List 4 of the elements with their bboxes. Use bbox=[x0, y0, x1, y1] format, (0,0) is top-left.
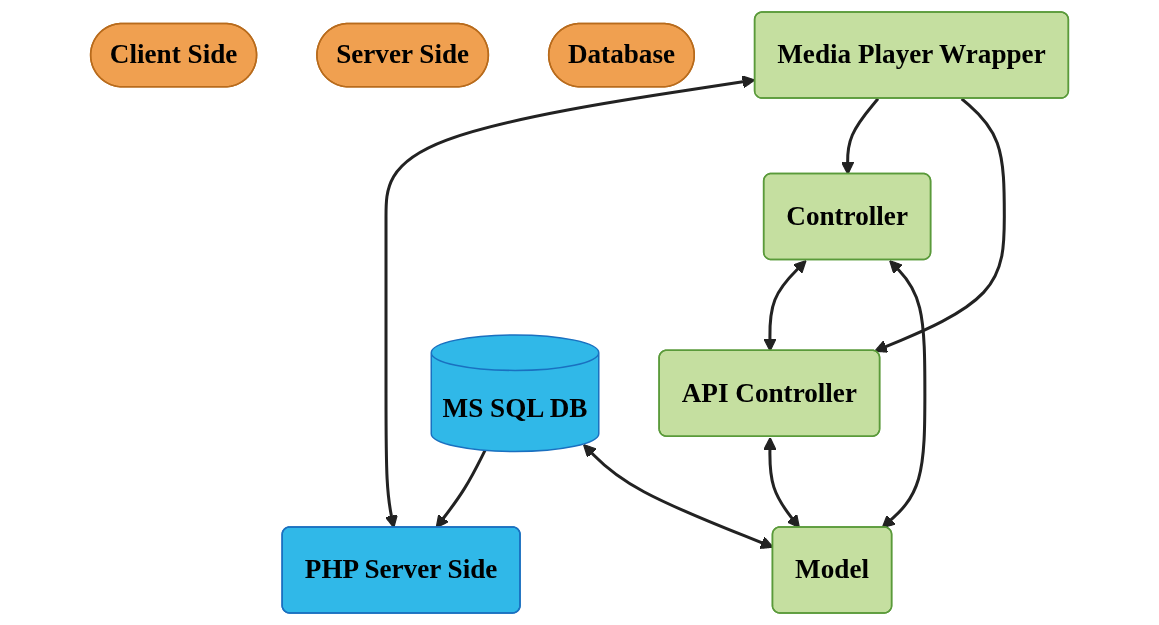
arrow bbox=[841, 97, 880, 175]
arrow bbox=[881, 260, 927, 529]
arrow bbox=[763, 260, 807, 352]
arrow bbox=[874, 97, 1006, 353]
